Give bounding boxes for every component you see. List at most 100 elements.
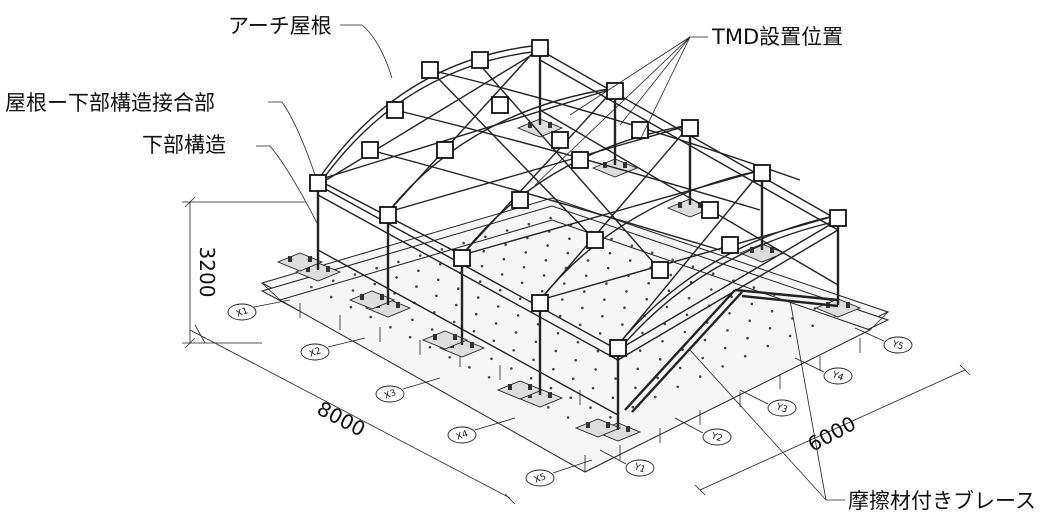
anchor-bolt bbox=[326, 266, 330, 272]
bolt-hole bbox=[656, 376, 660, 380]
axis-label-y5: Y5 bbox=[890, 339, 905, 353]
bolt-hole bbox=[647, 281, 650, 285]
bolt-hole bbox=[527, 222, 531, 226]
bolt-hole bbox=[542, 274, 546, 277]
bolt-hole bbox=[628, 259, 632, 262]
bolt-hole bbox=[566, 251, 570, 255]
bolt-hole bbox=[678, 366, 682, 370]
dimension-height: 3200 bbox=[182, 196, 305, 349]
callout-substructure: 下部構造 bbox=[142, 133, 319, 226]
bolt-hole bbox=[609, 416, 612, 419]
bolt-hole bbox=[510, 367, 513, 370]
bolt-hole bbox=[611, 396, 615, 400]
bolt-hole bbox=[608, 251, 612, 255]
callout-arch-roof: アーチ屋根 bbox=[228, 14, 393, 79]
axis-marker-y4: Y4 bbox=[794, 357, 853, 385]
bolt-hole bbox=[375, 266, 379, 270]
bolt-hole bbox=[578, 323, 582, 327]
bolt-hole bbox=[703, 338, 707, 342]
bolt-hole bbox=[614, 377, 617, 380]
bolt-hole bbox=[711, 272, 715, 276]
roof-joint-nodes bbox=[309, 39, 847, 357]
bolt-hole bbox=[476, 296, 480, 299]
bolt-hole bbox=[524, 251, 527, 254]
anchor-bolt bbox=[380, 294, 384, 300]
anchor-bolt bbox=[360, 294, 364, 300]
bolt-hole bbox=[448, 356, 451, 359]
bolt-hole bbox=[478, 280, 482, 283]
axis-marker-y2: Y2 bbox=[674, 417, 732, 446]
bolt-hole bbox=[621, 323, 624, 326]
bolt-hole bbox=[373, 282, 377, 286]
anchor-bolt bbox=[308, 256, 312, 262]
callout-tmd-position: TMD設置位置 bbox=[534, 25, 843, 186]
bolt-hole bbox=[549, 386, 553, 390]
bolt-hole bbox=[522, 266, 526, 269]
bolt-hole bbox=[532, 358, 535, 362]
bolt-hole bbox=[494, 322, 498, 325]
roof-node bbox=[651, 261, 669, 279]
bolt-hole bbox=[397, 260, 400, 264]
bolt-hole bbox=[752, 286, 756, 289]
bolt-hole bbox=[546, 244, 549, 247]
bolt-hole bbox=[665, 305, 669, 309]
bolt-hole bbox=[569, 396, 572, 400]
bolt-hole bbox=[568, 237, 571, 240]
axis-marker-x2: X2 bbox=[300, 337, 366, 361]
anchor-bolt bbox=[306, 266, 310, 272]
column-base-pads bbox=[276, 118, 862, 442]
anchor-bolt bbox=[528, 384, 532, 390]
roof-node bbox=[721, 236, 739, 254]
bolt-hole bbox=[636, 367, 640, 371]
bolt-hole bbox=[457, 287, 460, 291]
bolt-hole bbox=[552, 367, 555, 371]
anchor-bolt bbox=[453, 334, 457, 340]
anchor-bolt bbox=[846, 302, 850, 308]
roof-node bbox=[829, 209, 847, 227]
label-substructure: 下部構造 bbox=[142, 133, 226, 157]
bolt-hole bbox=[631, 405, 635, 409]
anchor-bolt bbox=[548, 122, 552, 128]
bolt-hole bbox=[452, 320, 456, 324]
roof-node bbox=[701, 201, 719, 219]
bolt-hole bbox=[472, 330, 476, 333]
bolt-hole bbox=[490, 357, 493, 361]
bolt-hole bbox=[547, 406, 550, 409]
bolt-hole bbox=[581, 306, 584, 310]
bolt-hole bbox=[310, 285, 313, 289]
bolt-hole bbox=[544, 258, 548, 262]
bolt-hole bbox=[369, 315, 373, 319]
bolt-hole bbox=[723, 346, 727, 350]
label-arch-roof: アーチ屋根 bbox=[228, 14, 332, 38]
bolt-hole bbox=[630, 244, 634, 248]
bolt-hole bbox=[562, 282, 566, 285]
bolt-hole bbox=[556, 332, 560, 335]
bolt-hole bbox=[811, 324, 814, 328]
bolt-hole bbox=[671, 258, 674, 262]
bolt-hole bbox=[596, 349, 600, 353]
bolt-hole bbox=[710, 288, 713, 291]
bolt-hole bbox=[669, 273, 673, 277]
bolt-hole bbox=[512, 349, 515, 352]
bolt-hole bbox=[415, 285, 418, 288]
bolt-hole bbox=[584, 274, 588, 278]
roof-node bbox=[436, 141, 454, 159]
axis-label-x4: X4 bbox=[455, 429, 470, 443]
roof-node bbox=[309, 174, 327, 192]
bolt-hole bbox=[480, 264, 484, 268]
bolt-hole bbox=[746, 336, 749, 340]
bolt-hole bbox=[606, 266, 610, 270]
axis-label-x3: X3 bbox=[383, 388, 398, 401]
bolt-hole bbox=[484, 235, 487, 239]
roof-node bbox=[571, 151, 589, 169]
callout-roof-joint: 屋根ー下部構造接合部 bbox=[5, 91, 316, 176]
bolt-hole bbox=[440, 248, 444, 251]
bolt-hole bbox=[329, 295, 333, 299]
roof-node bbox=[681, 119, 699, 137]
roof-node bbox=[531, 39, 549, 57]
bolt-hole bbox=[685, 313, 689, 317]
bolt-hole bbox=[645, 297, 648, 301]
axis-label-y3: Y3 bbox=[774, 402, 789, 416]
bolt-hole bbox=[487, 376, 491, 379]
bolt-hole bbox=[598, 332, 602, 335]
